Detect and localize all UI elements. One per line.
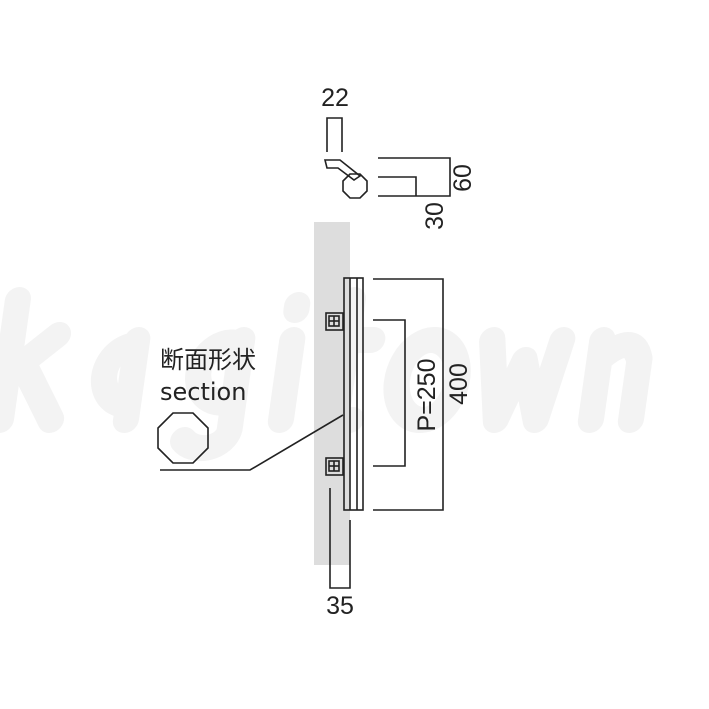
section-leader-line <box>160 414 344 471</box>
projection-dimension-line <box>329 488 351 589</box>
section-label-en: section <box>160 378 246 406</box>
octagon-section-icon <box>157 412 209 464</box>
offset-dimension-line <box>378 176 417 196</box>
mount-post-bottom <box>325 457 344 476</box>
handle-bar <box>343 277 364 511</box>
height-dimension-label: 60 <box>449 164 477 192</box>
width-dimension-label: 22 <box>321 84 349 112</box>
mount-post-top <box>325 312 344 331</box>
section-label-ja: 断面形状 <box>160 346 256 374</box>
pitch-dimension-label: P=250 <box>413 359 441 432</box>
handle-section-top <box>342 173 368 199</box>
length-dimension-line <box>373 278 444 511</box>
length-dimension-label: 400 <box>445 363 473 405</box>
projection-dimension-label: 35 <box>326 592 354 620</box>
handle-arm-top <box>323 159 362 181</box>
offset-dimension-label: 30 <box>421 202 449 230</box>
pitch-dimension-line <box>373 319 406 467</box>
height-dimension-line <box>378 157 451 197</box>
width-dimension-line <box>326 117 343 152</box>
